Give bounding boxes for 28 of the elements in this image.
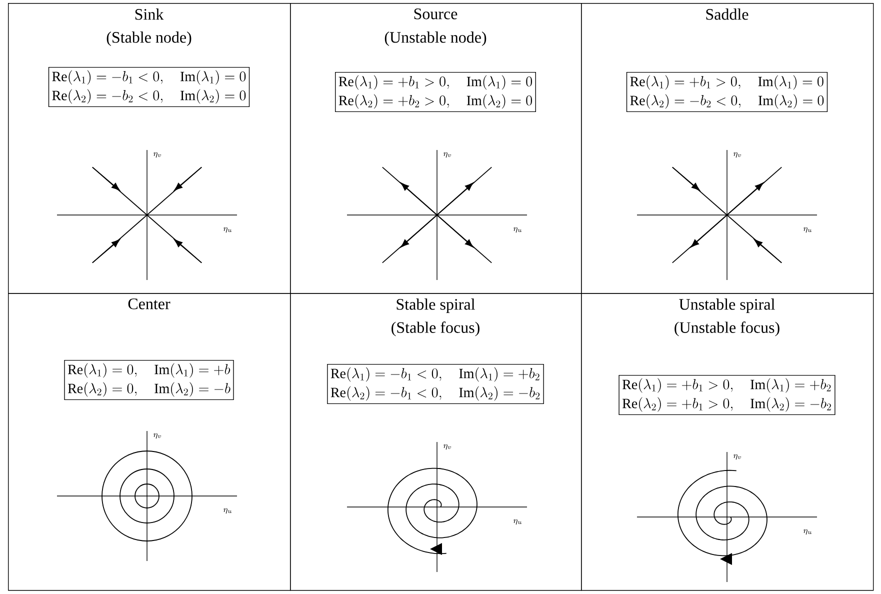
cell-title: Unstable spiral xyxy=(679,298,775,314)
axis-label: $\eta_v$ xyxy=(153,433,161,439)
formula-box: $\mathrm{Re}(\lambda_1) = -b_1 < 0,\quad \mathrm{Im}(\lambda_1) = 0$ $\mathrm{Re}(\lambda_2) = -b_2 < 0,\quad \mathrm{Im}(\lambda_2) = 0$ xyxy=(48,66,250,108)
cell-title: Stable spiral xyxy=(396,298,475,314)
cell-title: Sink xyxy=(135,8,164,20)
cell-title: (Stable focus) xyxy=(392,322,480,336)
cell-title: Center xyxy=(128,298,170,310)
axis-label: $\eta_v$ xyxy=(443,444,451,450)
cell-title: (Unstable node) xyxy=(384,32,486,46)
axis-label: $\eta_u$ xyxy=(223,508,232,514)
axis-label: $\eta_v$ xyxy=(733,152,741,158)
cell-title: (Stable node) xyxy=(106,32,192,46)
axis-label: $\eta_u$ xyxy=(223,227,232,233)
cell-title: Source xyxy=(414,8,458,20)
axis-label: $\eta_u$ xyxy=(803,529,812,535)
axis-label: $\eta_v$ xyxy=(153,152,161,158)
formula-box: $\mathrm{Re}(\lambda_1) = +b_1 > 0,\quad \mathrm{Im}(\lambda_1) = 0$ $\mathrm{Re}(\lambda_2) = -b_2 < 0,\quad \mathrm{Im}(\lambda_2) = 0$ xyxy=(626,72,828,112)
formula-box: $\mathrm{Re}(\lambda_1) = -b_1 < 0,\quad \mathrm{Im}(\lambda_1) = +b_2$ $\mathrm{Re}(\lambda_2) = -b_1 < 0,\quad \mathrm{Im}(\lambda_2) = -b_2$ xyxy=(327,364,544,404)
axis-label: $\eta_v$ xyxy=(443,152,451,158)
cell-title: (Unstable focus) xyxy=(674,322,780,336)
cell-title: Saddle xyxy=(706,8,748,20)
axis-label: $\eta_u$ xyxy=(513,227,522,233)
axis-label: $\eta_u$ xyxy=(803,227,812,233)
axis-label: $\eta_u$ xyxy=(513,519,522,525)
formula-box: $\mathrm{Re}(\lambda_1) = +b_1 > 0,\quad \mathrm{Im}(\lambda_1) = +b_2$ $\mathrm{Re}(\lambda_2) = +b_1 > 0,\quad \mathrm{Im}(\lambda_2) = -b_2$ xyxy=(618,374,836,416)
formula-box: $\mathrm{Re}(\lambda_1) = 0,\quad \mathrm{Im}(\lambda_1) = +b$ $\mathrm{Re}(\lambda_2) = 0,\quad \mathrm{Im}(\lambda_2) = -b$ xyxy=(64,360,234,400)
axis-label: $\eta_v$ xyxy=(733,454,741,460)
formula-box: $\mathrm{Re}(\lambda_1) = +b_1 > 0,\quad \mathrm{Im}(\lambda_1) = 0$ $\mathrm{Re}(\lambda_2) = +b_2 > 0,\quad \mathrm{Im}(\lambda_2) = 0$ xyxy=(335,72,536,112)
